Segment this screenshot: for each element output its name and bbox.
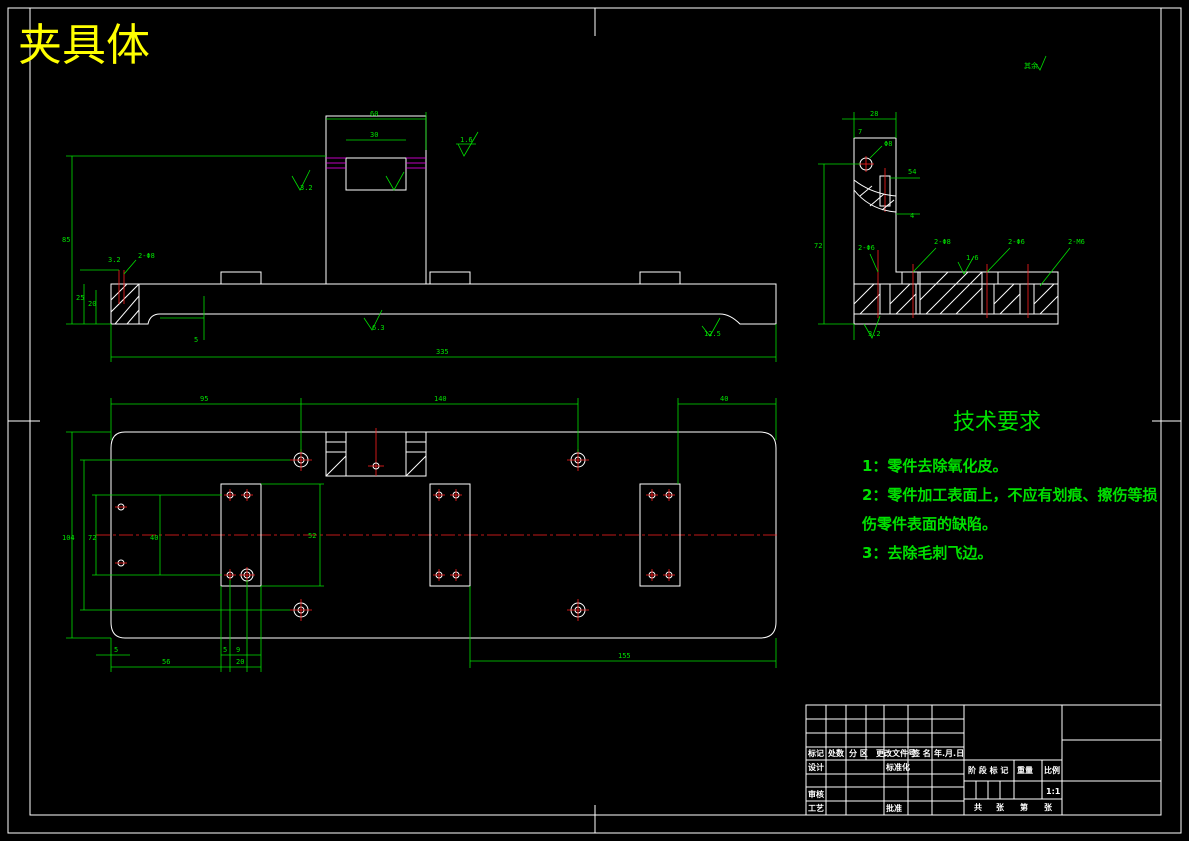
hole-note-front: 2-Φ8	[138, 252, 155, 260]
hole-label-side: Φ8	[884, 140, 892, 148]
tb-weight: 重量	[1017, 765, 1033, 775]
plan-view: 95 140 40 104 72 40 52 56	[62, 395, 780, 672]
front-view: 60 30 1.6 3.2 6.3 12.5 85 25 20 2-Φ8 3.2…	[62, 110, 777, 362]
side-view: 28 7 72 Φ8 54 4 2-Φ6 2-Φ8 2-Φ6 2-M6 1.6 …	[814, 110, 1085, 340]
roughness-symbol-top	[457, 131, 479, 157]
tech-req-item-2b: 伤零件表面的缺陷。	[861, 515, 997, 533]
dim-label-plan-56: 56	[162, 658, 170, 666]
pad-holes	[224, 489, 675, 583]
dim-label-roughness-c: 12.5	[704, 330, 721, 338]
plan-pad-1	[220, 483, 262, 587]
side-note-b: 2-Φ8	[934, 238, 951, 246]
side-note-a: 2-Φ6	[858, 244, 875, 252]
front-base-plate	[110, 283, 777, 325]
roughness-symbol-corner	[1035, 55, 1047, 71]
side-note-d: 2-M6	[1068, 238, 1085, 246]
plan-pad-2	[429, 483, 471, 587]
tb-process: 工艺	[808, 803, 824, 813]
tb-scale: 1:1	[1046, 787, 1061, 796]
tb-header-0: 标记	[807, 748, 824, 758]
dim-label-front-top-width: 60	[370, 110, 378, 118]
tech-req-item-2: 2：零件加工表面上，不应有划痕、擦伤等损	[862, 486, 1157, 504]
dim-label-left-height-b: 20	[88, 300, 96, 308]
tb-standardize: 标准化	[885, 762, 910, 772]
tb-header-4: 签 名	[911, 748, 931, 758]
mounting-holes	[115, 449, 589, 621]
dim-label-roughness-b: 3.2	[300, 184, 313, 192]
title-block: 标记 处数 分 区 更改文件号 签 名 年.月.日 设计 标准化 审核 工艺 批…	[805, 704, 1162, 816]
dim-label-left-height-a: 25	[76, 294, 84, 302]
roughness-symbol-base	[363, 309, 383, 331]
dim-label-side-7: 7	[858, 128, 862, 136]
plan-base-outline	[110, 431, 777, 639]
roughness-note-left: 3.2	[108, 256, 121, 264]
front-pad-3	[639, 271, 681, 285]
svg-text:3.2: 3.2	[868, 330, 881, 338]
svg-text:72: 72	[88, 534, 96, 542]
front-pad-1	[220, 271, 262, 285]
dim-label-side-width: 28	[870, 110, 878, 118]
dim-label-overall-length: 335	[436, 348, 449, 356]
front-upright-post	[325, 115, 427, 285]
tb-check: 审核	[808, 789, 824, 799]
tech-req-item-1: 1：零件去除氧化皮。	[862, 457, 1007, 475]
tb-ratio: 比例	[1044, 765, 1060, 775]
dim-label-plan-5b: 5	[223, 646, 227, 654]
dim-label-roughness-a: 6.3	[372, 324, 385, 332]
dim-label-flatness: 1.6	[460, 136, 473, 144]
dim-label-plan-5: 5	[114, 646, 118, 654]
tb-sheet-0: 共	[974, 802, 982, 812]
svg-text:40: 40	[150, 534, 158, 542]
tb-design: 设计	[808, 762, 824, 772]
dim-label-plan-right: 40	[720, 395, 728, 403]
hole-note-leader	[123, 259, 137, 275]
plan-pad-3	[639, 483, 681, 587]
tb-approve: 批准	[886, 803, 902, 813]
roughness-symbol-slot	[385, 171, 405, 191]
tb-header-1: 处数	[827, 748, 845, 758]
tb-sheet-1: 张	[996, 803, 1005, 812]
dim-label-plan-mid: 140	[434, 395, 447, 403]
side-outline	[853, 137, 1059, 325]
roughness-symbol-right	[701, 317, 721, 337]
dim-label-side-4: 4	[910, 212, 914, 220]
tb-sheet-3: 张	[1044, 803, 1053, 812]
dim-label-plan-bottom: 155	[618, 652, 631, 660]
drawing-title: 夹具体	[18, 20, 150, 71]
dim-label-plan-9: 9	[236, 646, 240, 654]
tb-header-5: 年.月.日	[934, 748, 964, 758]
dim-label-plan-left: 95	[200, 395, 208, 403]
plan-slot-hatch-right	[405, 431, 427, 477]
side-note-c: 2-Φ6	[1008, 238, 1025, 246]
front-post-slot	[345, 157, 407, 191]
dim-label-overall-height: 85	[62, 236, 70, 244]
tech-req-item-3: 3：去除毛刺飞边。	[862, 544, 992, 562]
dim-label-side-54: 54	[908, 168, 916, 176]
dim-label-plan-height: 104	[62, 534, 75, 542]
tb-header-3: 更改文件号	[876, 748, 916, 758]
roughness-symbol-left	[291, 169, 311, 191]
dim-label-small-offset: 5	[194, 336, 198, 344]
front-left-section-hatch	[110, 270, 140, 325]
tb-header-2: 分 区	[849, 748, 868, 758]
tech-req-heading: 技术要求	[953, 410, 1041, 435]
plan-slot-hatch-left	[325, 431, 347, 477]
dim-label-side-height: 72	[814, 242, 822, 250]
tb-stage: 阶 段 标 记	[968, 765, 1008, 775]
front-pad-2	[429, 271, 471, 285]
tb-sheet-2: 第	[1020, 802, 1028, 812]
dim-label-front-inner-width: 30	[370, 131, 378, 139]
tech-requirements: 技术要求 1：零件去除氧化皮。 2：零件加工表面上，不应有划痕、擦伤等损 伤零件…	[861, 410, 1157, 562]
dim-label-plan-52: 52	[308, 532, 316, 540]
surface-finish-note: 其余	[1024, 61, 1038, 70]
dim-label-plan-20: 20	[236, 658, 244, 666]
side-hatch	[853, 178, 1059, 315]
svg-text:1.6: 1.6	[966, 254, 979, 262]
